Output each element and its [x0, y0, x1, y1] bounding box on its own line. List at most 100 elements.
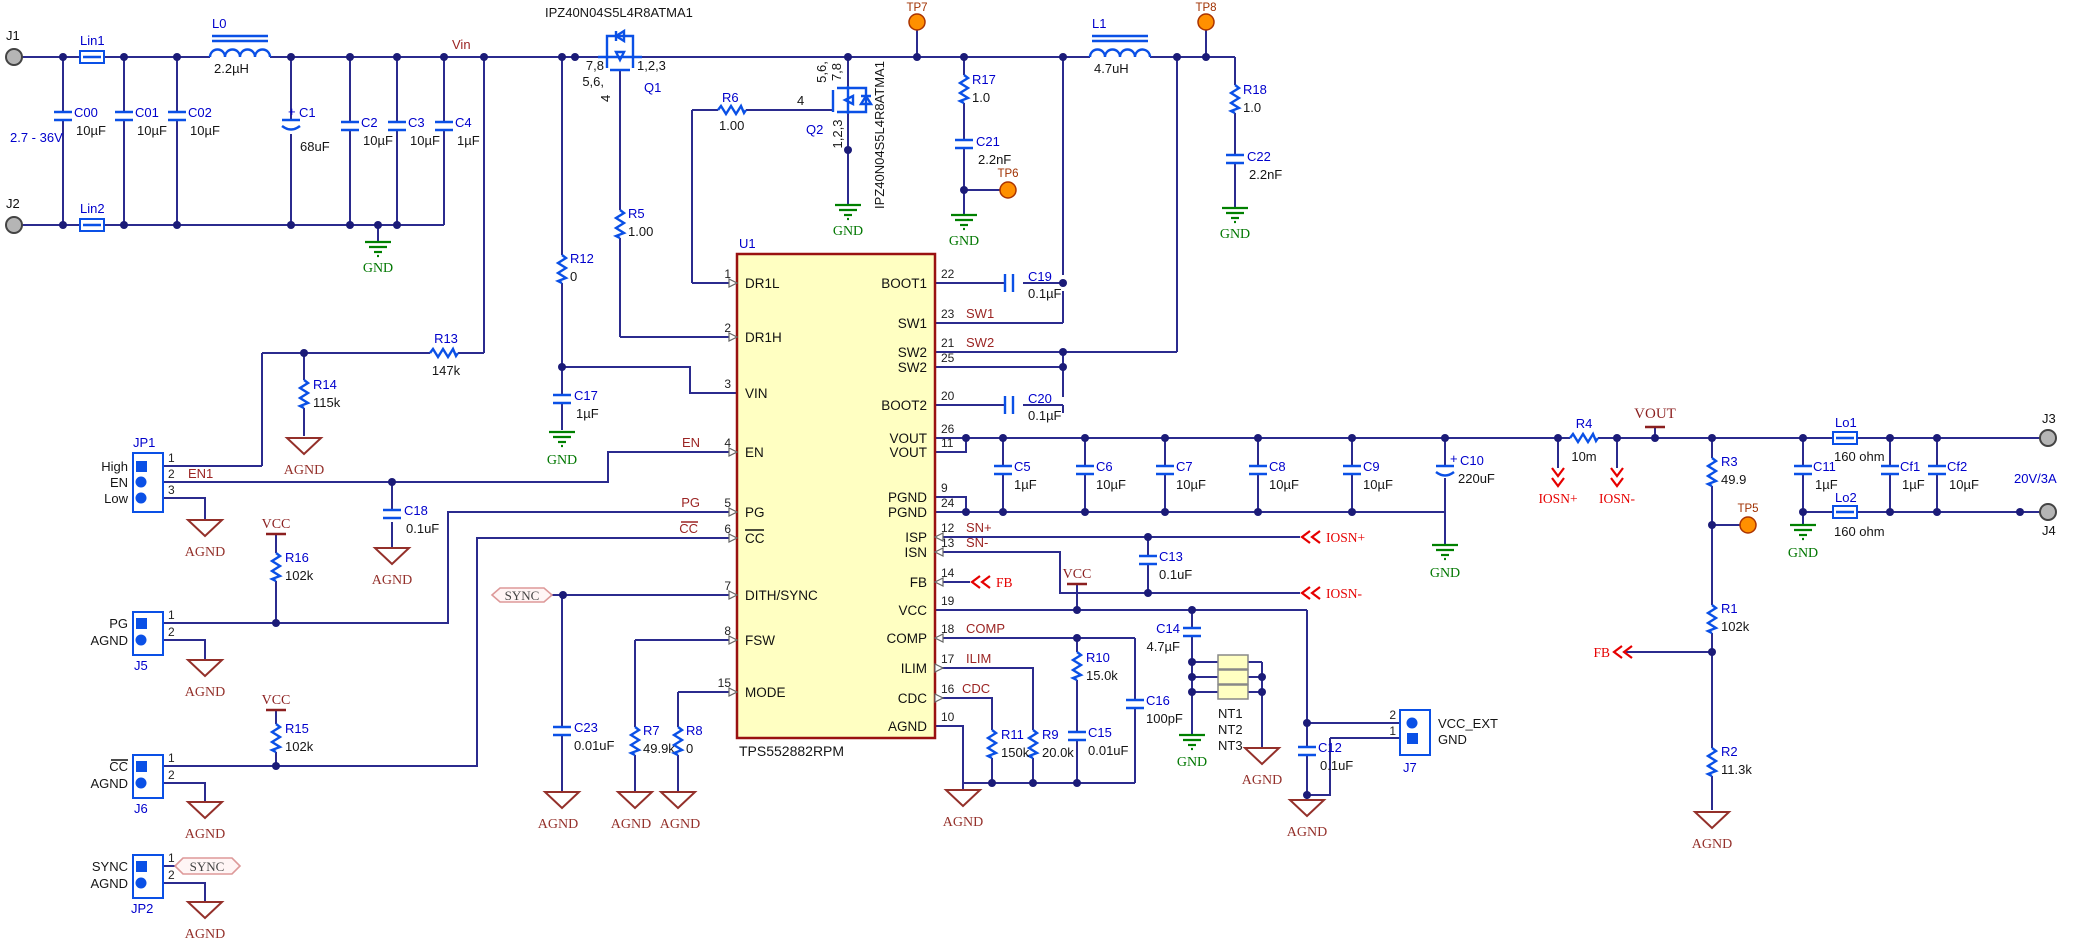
testpoint-tp5: TP5: [1737, 503, 1759, 534]
j6-num2: 2: [168, 768, 175, 782]
cf1-value: 1µF: [1902, 477, 1925, 492]
sync-flag-pin7: SYNC: [490, 587, 554, 603]
flag-fb-pin: FB: [970, 575, 1013, 590]
c7-ref: C7: [1176, 459, 1193, 474]
c11-cap: C11 1µF: [1792, 459, 1838, 492]
c17-ref: C17: [574, 388, 598, 403]
sync-label: SYNC: [505, 588, 540, 603]
pin-pgnd2: PGND: [888, 505, 927, 520]
pin-fb: FB: [910, 575, 927, 590]
pinnum-4: 4: [724, 436, 731, 450]
vcc-flag-r16: VCC: [262, 517, 290, 536]
c13-cap: C13 0.1uF: [1137, 549, 1192, 582]
c18-value: 0.1uF: [406, 521, 439, 536]
r18-value: 1.0: [1243, 100, 1261, 115]
lo2-ref: Lo2: [1835, 490, 1857, 505]
pin-comp: COMP: [887, 631, 928, 646]
j6-label-cc: CC: [109, 759, 128, 774]
c20-cap: C20 0.1µF: [1003, 391, 1062, 423]
c00-value: 10µF: [76, 123, 106, 138]
pin-dr1h: DR1H: [745, 330, 782, 345]
r15-resistor: R15 102k: [270, 721, 314, 754]
c02-value: 10µF: [190, 123, 220, 138]
c14-value: 4.7µF: [1146, 639, 1180, 654]
r7-value: 49.9k: [643, 741, 675, 756]
q2-pin-4: 4: [797, 93, 804, 108]
r6-ref: R6: [722, 90, 739, 105]
c12-cap: C12 0.1uF: [1296, 740, 1353, 773]
c22-value: 2.2nF: [1249, 167, 1282, 182]
agnd-label: AGND: [1242, 773, 1282, 788]
j5-num2: 2: [168, 625, 175, 639]
pin-dith-sync: DITH/SYNC: [745, 588, 818, 603]
pinnum-20: 20: [941, 389, 955, 403]
r18-resistor: R18 1.0: [1229, 82, 1267, 115]
net-en: EN: [682, 435, 700, 450]
agnd-comp: AGND: [943, 789, 983, 830]
c10-ref: C10: [1460, 453, 1484, 468]
agnd-label: AGND: [372, 573, 412, 588]
net-ilim: ILIM: [966, 651, 991, 666]
pin-cc: CC: [745, 531, 765, 546]
gnd-c10: GND: [1430, 543, 1460, 581]
tp7-label: TP7: [906, 2, 927, 14]
r9-resistor: R9 20.0k: [1027, 727, 1074, 760]
net-snm: SN-: [966, 535, 988, 550]
c7-value: 10µF: [1176, 477, 1206, 492]
flag-iosn-minus: IOSN-: [1300, 586, 1363, 601]
agnd-r2: AGND: [1692, 811, 1732, 852]
j5-label-agnd: AGND: [90, 633, 128, 648]
c17-value: 1µF: [576, 406, 599, 421]
c4-ref: C4: [455, 115, 472, 130]
r3-resistor: R3 49.9: [1706, 454, 1746, 488]
jp1-num2: 2: [168, 467, 175, 481]
pin-sw2b: SW2: [898, 360, 927, 375]
j6-num1: 1: [168, 751, 175, 765]
c9-ref: C9: [1363, 459, 1380, 474]
gnd-c21: GND: [949, 213, 979, 249]
jp2-label-agnd: AGND: [90, 876, 128, 891]
vcc-flag-mid: VCC: [1063, 567, 1091, 586]
c10-cap: + C10 220uF: [1434, 451, 1495, 486]
c01-ref: C01: [135, 105, 159, 120]
r12-value: 0: [570, 269, 577, 284]
u1-body: [735, 252, 937, 740]
c22-ref: C22: [1247, 149, 1271, 164]
c21-cap: C21 2.2nF: [953, 134, 1011, 167]
u1-left-pins: DR1L DR1H VIN EN PG CC DITH/SYNC FSW MOD…: [718, 267, 818, 700]
connector-j1: J1: [5, 28, 23, 66]
gnd-label: GND: [1788, 546, 1818, 561]
c1-plus: +: [288, 104, 296, 119]
net-pg: PG: [681, 495, 700, 510]
c15-cap: C15 0.01uF: [1066, 725, 1129, 758]
c9-cap: C9 10µF: [1341, 459, 1393, 492]
r9-ref: R9: [1042, 727, 1059, 742]
agnd-label: AGND: [284, 463, 324, 478]
c7-cap: C7 10µF: [1154, 459, 1206, 492]
c10-plus: +: [1450, 451, 1458, 466]
agnd-jp1: AGND: [185, 519, 225, 560]
net-sw2: SW2: [966, 335, 994, 350]
j5-label-pg: PG: [109, 616, 128, 631]
r2-value: 11.3k: [1721, 762, 1752, 777]
j7-ref: J7: [1403, 760, 1417, 775]
iosn-minus-label: IOSN-: [1326, 586, 1363, 601]
ferrite-lo2: Lo2 160 ohm: [1831, 490, 1885, 539]
pinnum-12: 12: [941, 521, 955, 535]
c01-value: 10µF: [137, 123, 167, 138]
net-comp: COMP: [966, 621, 1005, 636]
c19-value: 0.1µF: [1028, 286, 1062, 301]
c2-value: 10µF: [363, 133, 393, 148]
pin-fsw: FSW: [745, 633, 775, 648]
sync-flag-jp2: SYNC: [173, 857, 242, 875]
r6-value: 1.00: [719, 118, 744, 133]
gnd-c22: GND: [1220, 206, 1250, 242]
pin-pg: PG: [745, 505, 765, 520]
pin-boot2: BOOT2: [881, 398, 927, 413]
q1-pins-123: 1,2,3: [637, 58, 666, 73]
c9-value: 10µF: [1363, 477, 1393, 492]
r1-value: 102k: [1721, 619, 1750, 634]
